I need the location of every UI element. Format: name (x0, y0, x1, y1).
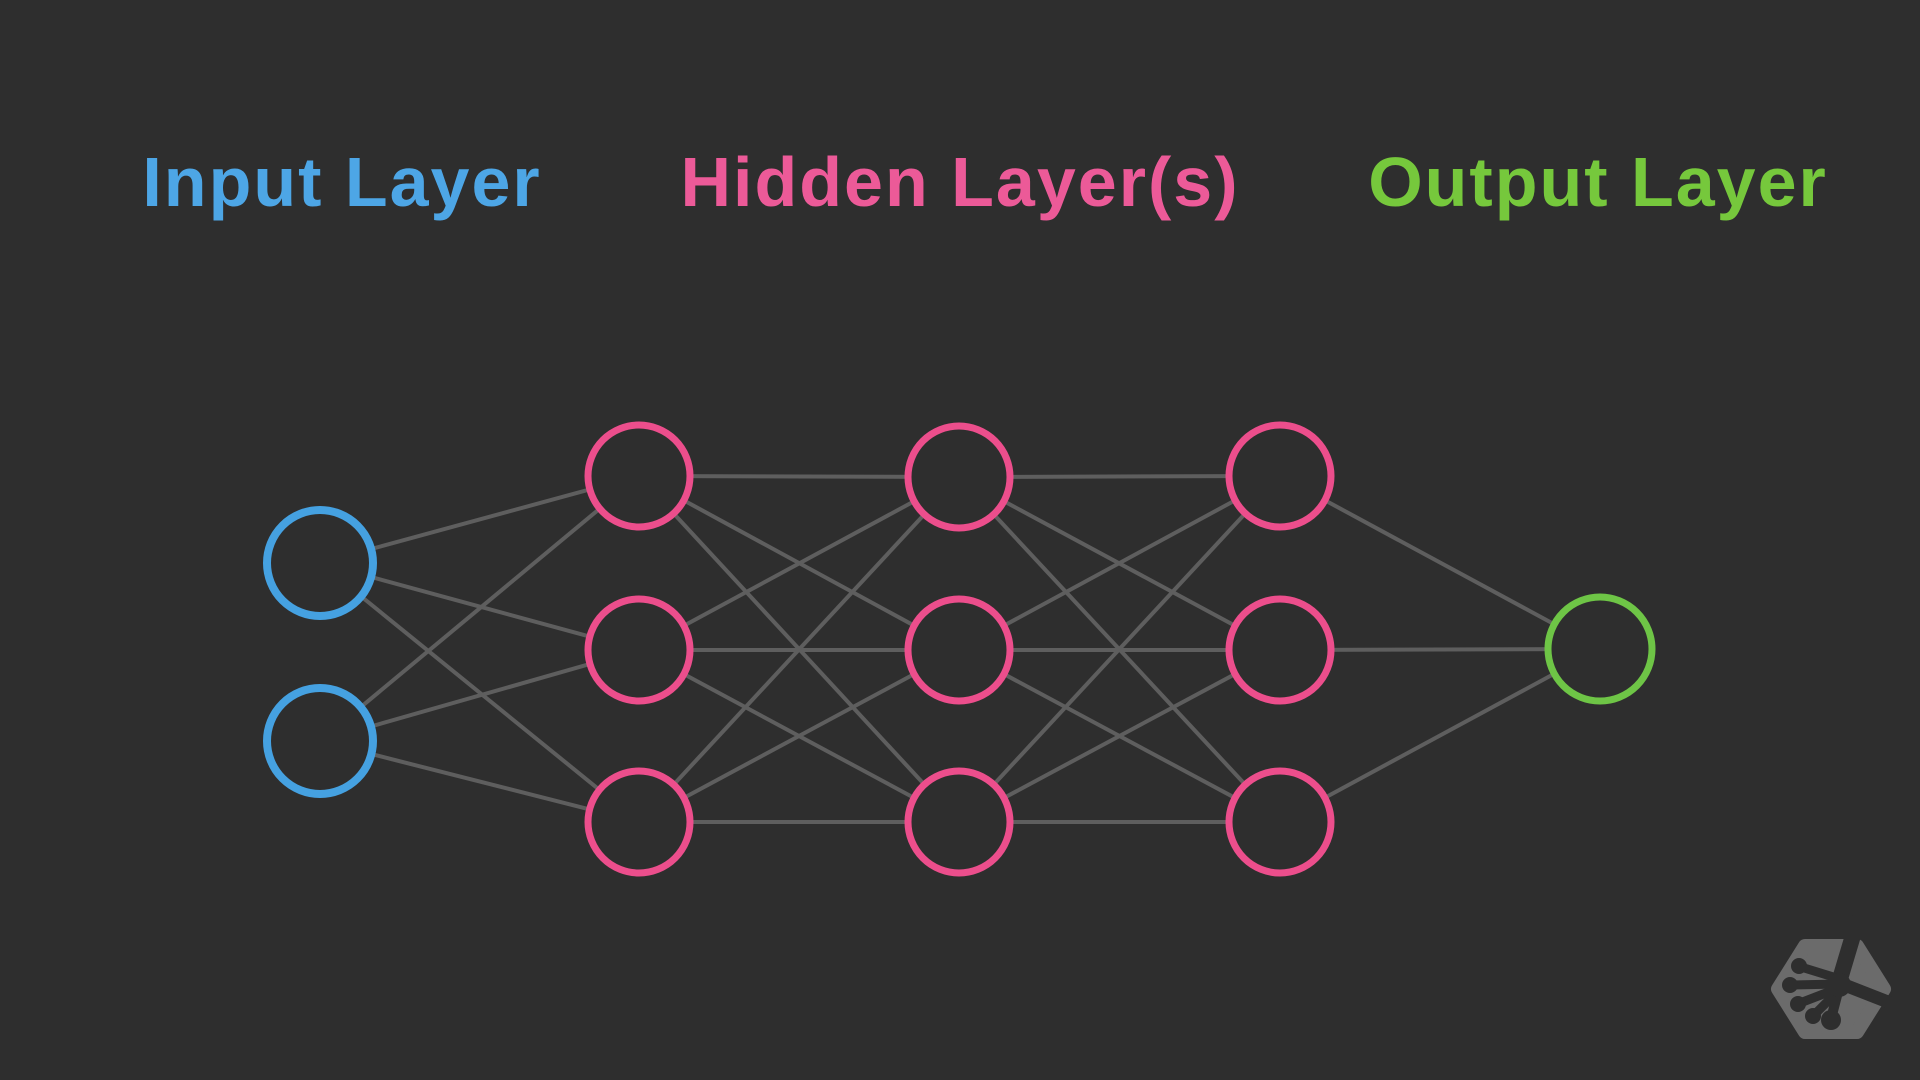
edge-hidden-1-to-hidden-2 (637, 475, 961, 824)
edge-input-to-hidden-1 (318, 561, 641, 824)
node-hidden-3-1 (1225, 421, 1335, 531)
node-hidden-2-3 (904, 767, 1014, 877)
edge-hidden-2-to-hidden-3 (957, 474, 1282, 824)
node-input-1 (263, 506, 377, 620)
edge-hidden-2-to-hidden-3 (958, 474, 1281, 652)
node-hidden-1-3 (584, 767, 694, 877)
edges-group (318, 474, 1601, 824)
edge-hidden-2-to-hidden-3 (958, 648, 1281, 824)
node-hidden-3-2 (1225, 595, 1335, 705)
edge-hidden-3-to-output (1279, 647, 1601, 824)
node-hidden-2-2 (904, 595, 1014, 705)
edge-hidden-3-to-output (1279, 474, 1601, 651)
input-layer-label: Input Layer (142, 143, 542, 221)
node-hidden-2-1 (904, 422, 1014, 532)
edge-input-to-hidden-1 (318, 474, 641, 743)
node-hidden-1-1 (584, 421, 694, 531)
edge-hidden-1-to-hidden-2 (638, 475, 960, 652)
node-input-2 (263, 684, 377, 798)
output-layer-label: Output Layer (1368, 143, 1828, 221)
node-output-1 (1544, 593, 1656, 705)
nodes-group (263, 421, 1656, 877)
logo-badge (1771, 914, 1895, 1039)
node-hidden-3-3 (1225, 767, 1335, 877)
hidden-layer-label: Hidden Layer(s) (680, 143, 1240, 221)
node-hidden-1-2 (584, 595, 694, 705)
edge-hidden-1-to-hidden-2 (638, 648, 960, 824)
frog-foot-toes (1782, 958, 1851, 1030)
